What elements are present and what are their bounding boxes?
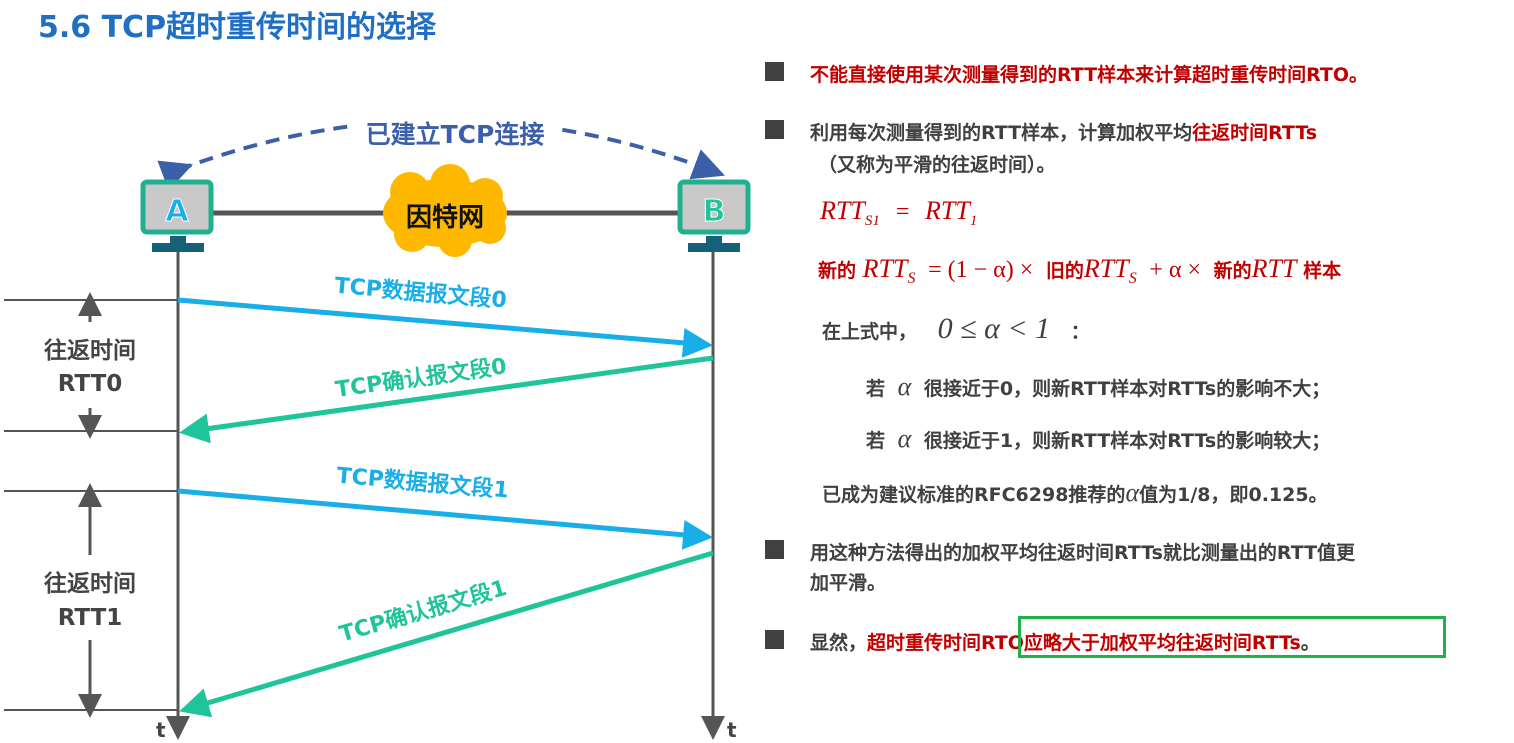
rfc-post: 值为1/8，即0.125。 <box>1139 484 1328 506</box>
f1-rhs-sub: 1 <box>969 213 978 229</box>
f2-plus: + α × <box>1149 257 1201 283</box>
point-4: 显然，超时重传时间RTO应略大于加权平均往返时间RTTs。 <box>810 628 1320 655</box>
ack-segment-0-arrow <box>179 355 714 444</box>
f2-rtt3: RTT <box>1251 254 1297 283</box>
case0-text: 很接近于0，则新RTT样本对RTTs的影响不大； <box>923 378 1331 400</box>
point-4-red2: RTO应略大于加权平均往返时间RTTs <box>981 632 1301 654</box>
point-2-emphasis: 往返时间RTTs <box>1192 122 1318 144</box>
point-4-pre: 显然， <box>810 632 868 654</box>
data-segment-1-label: TCP数据报文段1 <box>336 463 510 504</box>
f2-sub2: S <box>1128 270 1137 287</box>
f1-lhs: RTT <box>820 196 865 225</box>
bullet-icon <box>765 62 784 81</box>
point-4-end: 。 <box>1300 632 1320 654</box>
formula-initial: RTTS1 = RTT1 <box>820 196 977 230</box>
bullet-icon <box>765 540 784 559</box>
bullet-icon <box>765 630 784 649</box>
time-label-a: t <box>156 718 166 742</box>
range-math: 0 ≤ α < 1 <box>937 312 1051 345</box>
alpha-range: 在上式中， 0 ≤ α < 1 ： <box>822 312 1090 346</box>
range-colon: ： <box>1070 321 1090 343</box>
connection-arc <box>157 118 725 191</box>
range-pre: 在上式中， <box>822 321 918 343</box>
internet-label: 因特网 <box>406 202 484 233</box>
point-2-text: 利用每次测量得到的RTT样本，计算加权平均 <box>810 122 1193 144</box>
case-alpha-near-0: 若 α 很接近于0，则新RTT样本对RTTs的影响不大； <box>866 372 1330 402</box>
f2-rtt: RTT <box>862 254 908 283</box>
rfc-recommendation: 已成为建议标准的RFC6298推荐的α值为1/8，即0.125。 <box>822 478 1328 508</box>
f2-new2: 新的 <box>1213 260 1252 282</box>
point-4-red1: 超时重传时间 <box>867 632 982 654</box>
point-2-line2: （又称为平滑的往返时间）。 <box>818 154 1056 176</box>
ack-segment-0-label: TCP确认报文段0 <box>334 353 509 403</box>
f1-rhs: RTT <box>925 196 970 225</box>
rfc-pre: 已成为建议标准的RFC6298推荐的 <box>822 484 1126 506</box>
page-title: 5.6 TCP超时重传时间的选择 <box>38 10 437 45</box>
point-3-line2: 加平滑。 <box>810 572 887 594</box>
formula-update: 新的 RTTS = (1 − α) × 旧的RTTS + α × 新的RTT 样… <box>818 254 1341 288</box>
data-segment-1-arrow <box>177 488 713 550</box>
case1-alpha: α <box>897 424 912 453</box>
connection-label: 已建立TCP连接 <box>366 120 545 149</box>
point-3-line1: 用这种方法得出的加权平均往返时间RTTs就比测量出的RTT值更 <box>810 542 1356 564</box>
f2-rtt2: RTT <box>1083 254 1129 283</box>
host-b-computer-icon <box>677 179 751 252</box>
time-label-b: t <box>727 718 737 742</box>
host-a-computer-icon <box>140 179 214 252</box>
f1-eq: = <box>894 199 911 225</box>
f2-old: 旧的 <box>1045 260 1084 282</box>
case0-alpha: α <box>897 372 912 401</box>
rtt1-label-line1: 往返时间 <box>44 570 136 597</box>
f2-sub: S <box>907 270 916 287</box>
data-segment-0-arrow <box>177 297 713 358</box>
ack-segment-1-arrow <box>179 550 714 718</box>
rtt0-label-line1: 往返时间 <box>44 337 136 364</box>
host-a-label: A <box>165 194 189 229</box>
f2-new: 新的 <box>818 260 857 282</box>
rtt1-label-line2: RTT1 <box>58 605 123 631</box>
f2-mid: = (1 − α) × <box>928 257 1034 283</box>
data-segment-0-label: TCP数据报文段0 <box>334 273 508 314</box>
f2-sample: 样本 <box>1303 260 1342 282</box>
rtt0-label-line2: RTT0 <box>58 371 123 397</box>
point-1: 不能直接使用某次测量得到的RTT样本来计算超时重传时间RTO。 <box>810 64 1369 86</box>
host-b-label: B <box>703 194 726 229</box>
case-alpha-near-1: 若 α 很接近于1，则新RTT样本对RTTs的影响较大； <box>866 424 1330 454</box>
f1-lhs-sub: S1 <box>864 213 880 229</box>
tcp-rtt-diagram: 已建立TCP连接 因特网 A B t t 往返时间 RTT0 往返时间 RTT1… <box>4 118 751 742</box>
bullet-icon <box>765 120 784 139</box>
point-2: 利用每次测量得到的RTT样本，计算加权平均往返时间RTTs <box>810 118 1317 145</box>
rfc-alpha: α <box>1125 478 1140 507</box>
case1-pre: 若 <box>866 430 886 452</box>
highlight-box <box>1018 616 1446 658</box>
internet-cloud-icon <box>383 164 507 257</box>
case1-text: 很接近于1，则新RTT样本对RTTs的影响较大； <box>923 430 1331 452</box>
case0-pre: 若 <box>866 378 886 400</box>
